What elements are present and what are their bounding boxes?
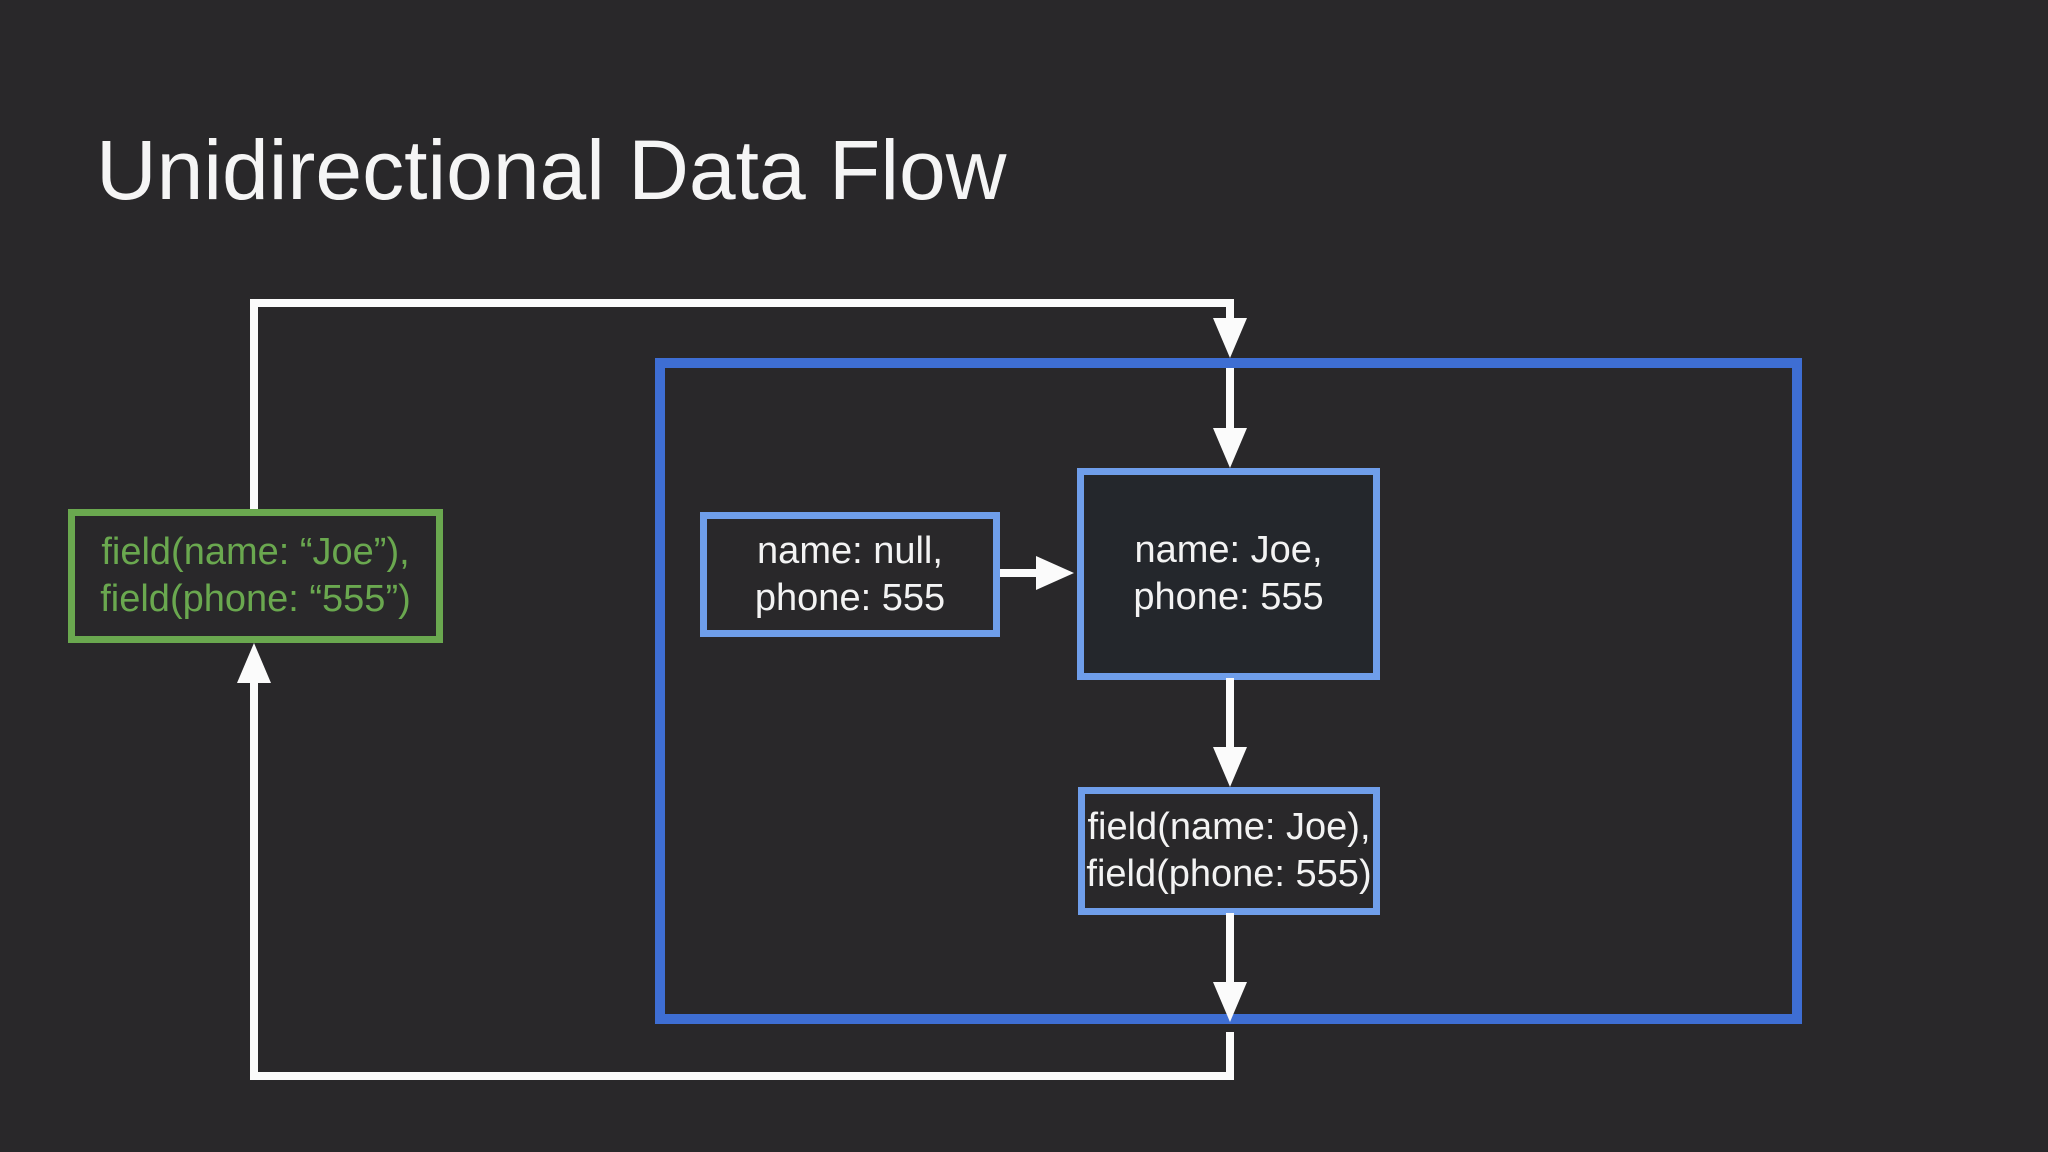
slide-title: Unidirectional Data Flow — [96, 123, 1007, 217]
state-before-line1: name: null, — [757, 529, 943, 572]
loop-left-vertical-top-line — [250, 299, 258, 509]
state-before-box: name: null, phone: 555 — [700, 512, 1000, 637]
arrowhead-out-of-outer-box-icon — [1213, 982, 1247, 1022]
input-commands-box: field(name: “Joe”), field(phone: “555”) — [68, 509, 443, 643]
arrowhead-before-to-after-icon — [1036, 556, 1074, 590]
arrow-after-to-render-line — [1226, 678, 1234, 750]
loop-right-vertical-stub-line — [1226, 299, 1234, 323]
input-commands-line1: field(name: “Joe”), — [101, 531, 410, 573]
loop-left-vertical-bottom-line — [250, 681, 258, 1080]
loop-top-horizontal-line — [250, 299, 1234, 307]
arrow-into-state-after-line — [1226, 368, 1234, 432]
render-output-line2: field(phone: 555) — [1086, 853, 1372, 895]
arrowhead-into-outer-box-icon — [1213, 318, 1247, 358]
loop-right-vertical-bottom-line — [1226, 1032, 1234, 1080]
arrowhead-into-input-box-icon — [237, 643, 271, 683]
arrow-before-to-after-line — [1000, 569, 1042, 577]
state-after-line2: phone: 555 — [1133, 576, 1324, 618]
loop-bottom-horizontal-line — [250, 1072, 1234, 1080]
arrowhead-into-state-after-icon — [1213, 428, 1247, 468]
state-before-line2: phone: 555 — [754, 576, 946, 619]
state-after-box: name: Joe, phone: 555 — [1077, 468, 1380, 680]
arrow-render-to-boundary-line — [1226, 913, 1234, 985]
input-commands-line2: field(phone: “555”) — [100, 578, 411, 620]
state-after-line1: name: Joe, — [1134, 529, 1323, 571]
render-output-line1: field(name: Joe), — [1087, 806, 1371, 848]
arrowhead-into-render-icon — [1213, 747, 1247, 787]
render-output-box: field(name: Joe), field(phone: 555) — [1078, 787, 1380, 915]
